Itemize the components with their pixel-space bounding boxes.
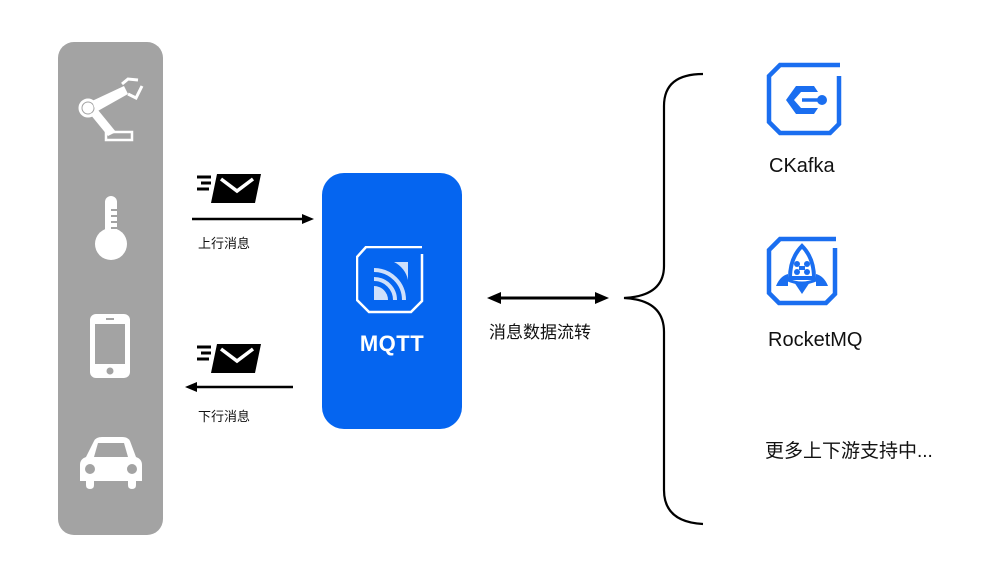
rocketmq-label: RocketMQ (768, 329, 863, 351)
more-integrations-label: 更多上下游支持中... (765, 441, 933, 462)
envelope-icon (195, 173, 261, 203)
downstream-label: 下行消息 (198, 409, 251, 424)
robot-arm-icon (76, 76, 146, 146)
smartphone-icon (76, 310, 146, 380)
bidirectional-arrow (487, 291, 609, 305)
downstream-arrow (185, 381, 293, 393)
ckafka-label: CKafka (769, 155, 835, 177)
envelope-icon (195, 343, 261, 373)
ckafka-icon (766, 62, 842, 136)
car-icon (76, 427, 146, 497)
thermometer-icon (76, 192, 146, 262)
upstream-arrow (192, 213, 314, 225)
rocketmq-icon (766, 236, 838, 306)
data-flow-label: 消息数据流转 (489, 323, 591, 342)
upstream-label: 上行消息 (198, 236, 251, 251)
device-panel (58, 42, 163, 535)
mqtt-broker: MQTT (322, 173, 462, 429)
curly-brace (620, 70, 710, 530)
mqtt-signal-icon (356, 246, 426, 314)
mqtt-label: MQTT (359, 331, 425, 356)
